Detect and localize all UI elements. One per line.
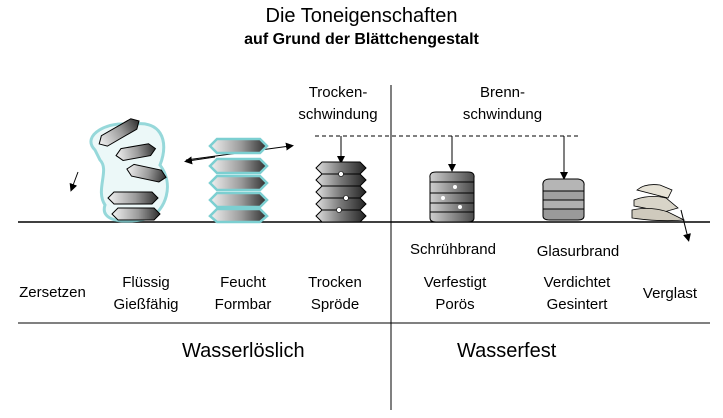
state-label: Verdichtet Gesintert — [523, 272, 631, 316]
state-label: Verglast — [630, 283, 710, 305]
firing-shrinkage-line1: Brenn- — [479, 84, 526, 101]
state-label: Zersetzen — [5, 282, 100, 304]
state-line2: Gesintert — [546, 296, 608, 313]
state-line2: Spröde — [310, 296, 360, 313]
state-label: Trocken Spröde — [285, 272, 385, 316]
bisque-firing-label: Schrühbrand — [410, 241, 496, 258]
drying-shrinkage-line1: Trocken- — [308, 84, 368, 101]
state-line1: Feucht — [220, 274, 266, 291]
firing-shrinkage-label: Brenn- schwindung — [450, 82, 555, 126]
vitrified-stack — [631, 184, 691, 242]
category-water-resistant: Wasserfest — [457, 340, 557, 362]
liquid-platelet-stack — [69, 118, 169, 223]
glaze-firing-label: Glasurbrand — [536, 243, 620, 260]
state-line1: Flüssig — [122, 274, 170, 291]
drying-shrinkage-label: Trocken- schwindung — [288, 82, 388, 126]
page-subtitle: auf Grund der Blättchengestalt — [244, 31, 479, 48]
moist-platelet-stack — [184, 137, 294, 224]
dry-platelet-stack — [315, 161, 367, 223]
state-line2: Gießfähig — [113, 296, 179, 313]
state-line2: Porös — [435, 296, 475, 313]
glaze-fired-stack — [542, 178, 585, 221]
state-line1: Verfestigt — [423, 274, 487, 291]
state-line1: Verdichtet — [543, 274, 611, 291]
state-label: Feucht Formbar — [193, 272, 293, 316]
state-label: Verfestigt Porös — [405, 272, 505, 316]
state-line1: Trocken — [308, 274, 362, 291]
state-label: Flüssig Gießfähig — [96, 272, 196, 316]
bisque-fired-stack — [429, 171, 475, 223]
state-line1: Zersetzen — [19, 284, 86, 301]
drying-shrinkage-line2: schwindung — [298, 106, 378, 123]
category-water-soluble: Wasserlöslich — [182, 340, 305, 362]
state-line2: Formbar — [214, 296, 272, 313]
page-title: Die Toneigenschaften — [265, 5, 458, 27]
state-line1: Verglast — [642, 285, 698, 302]
firing-shrinkage-line2: schwindung — [462, 106, 543, 123]
